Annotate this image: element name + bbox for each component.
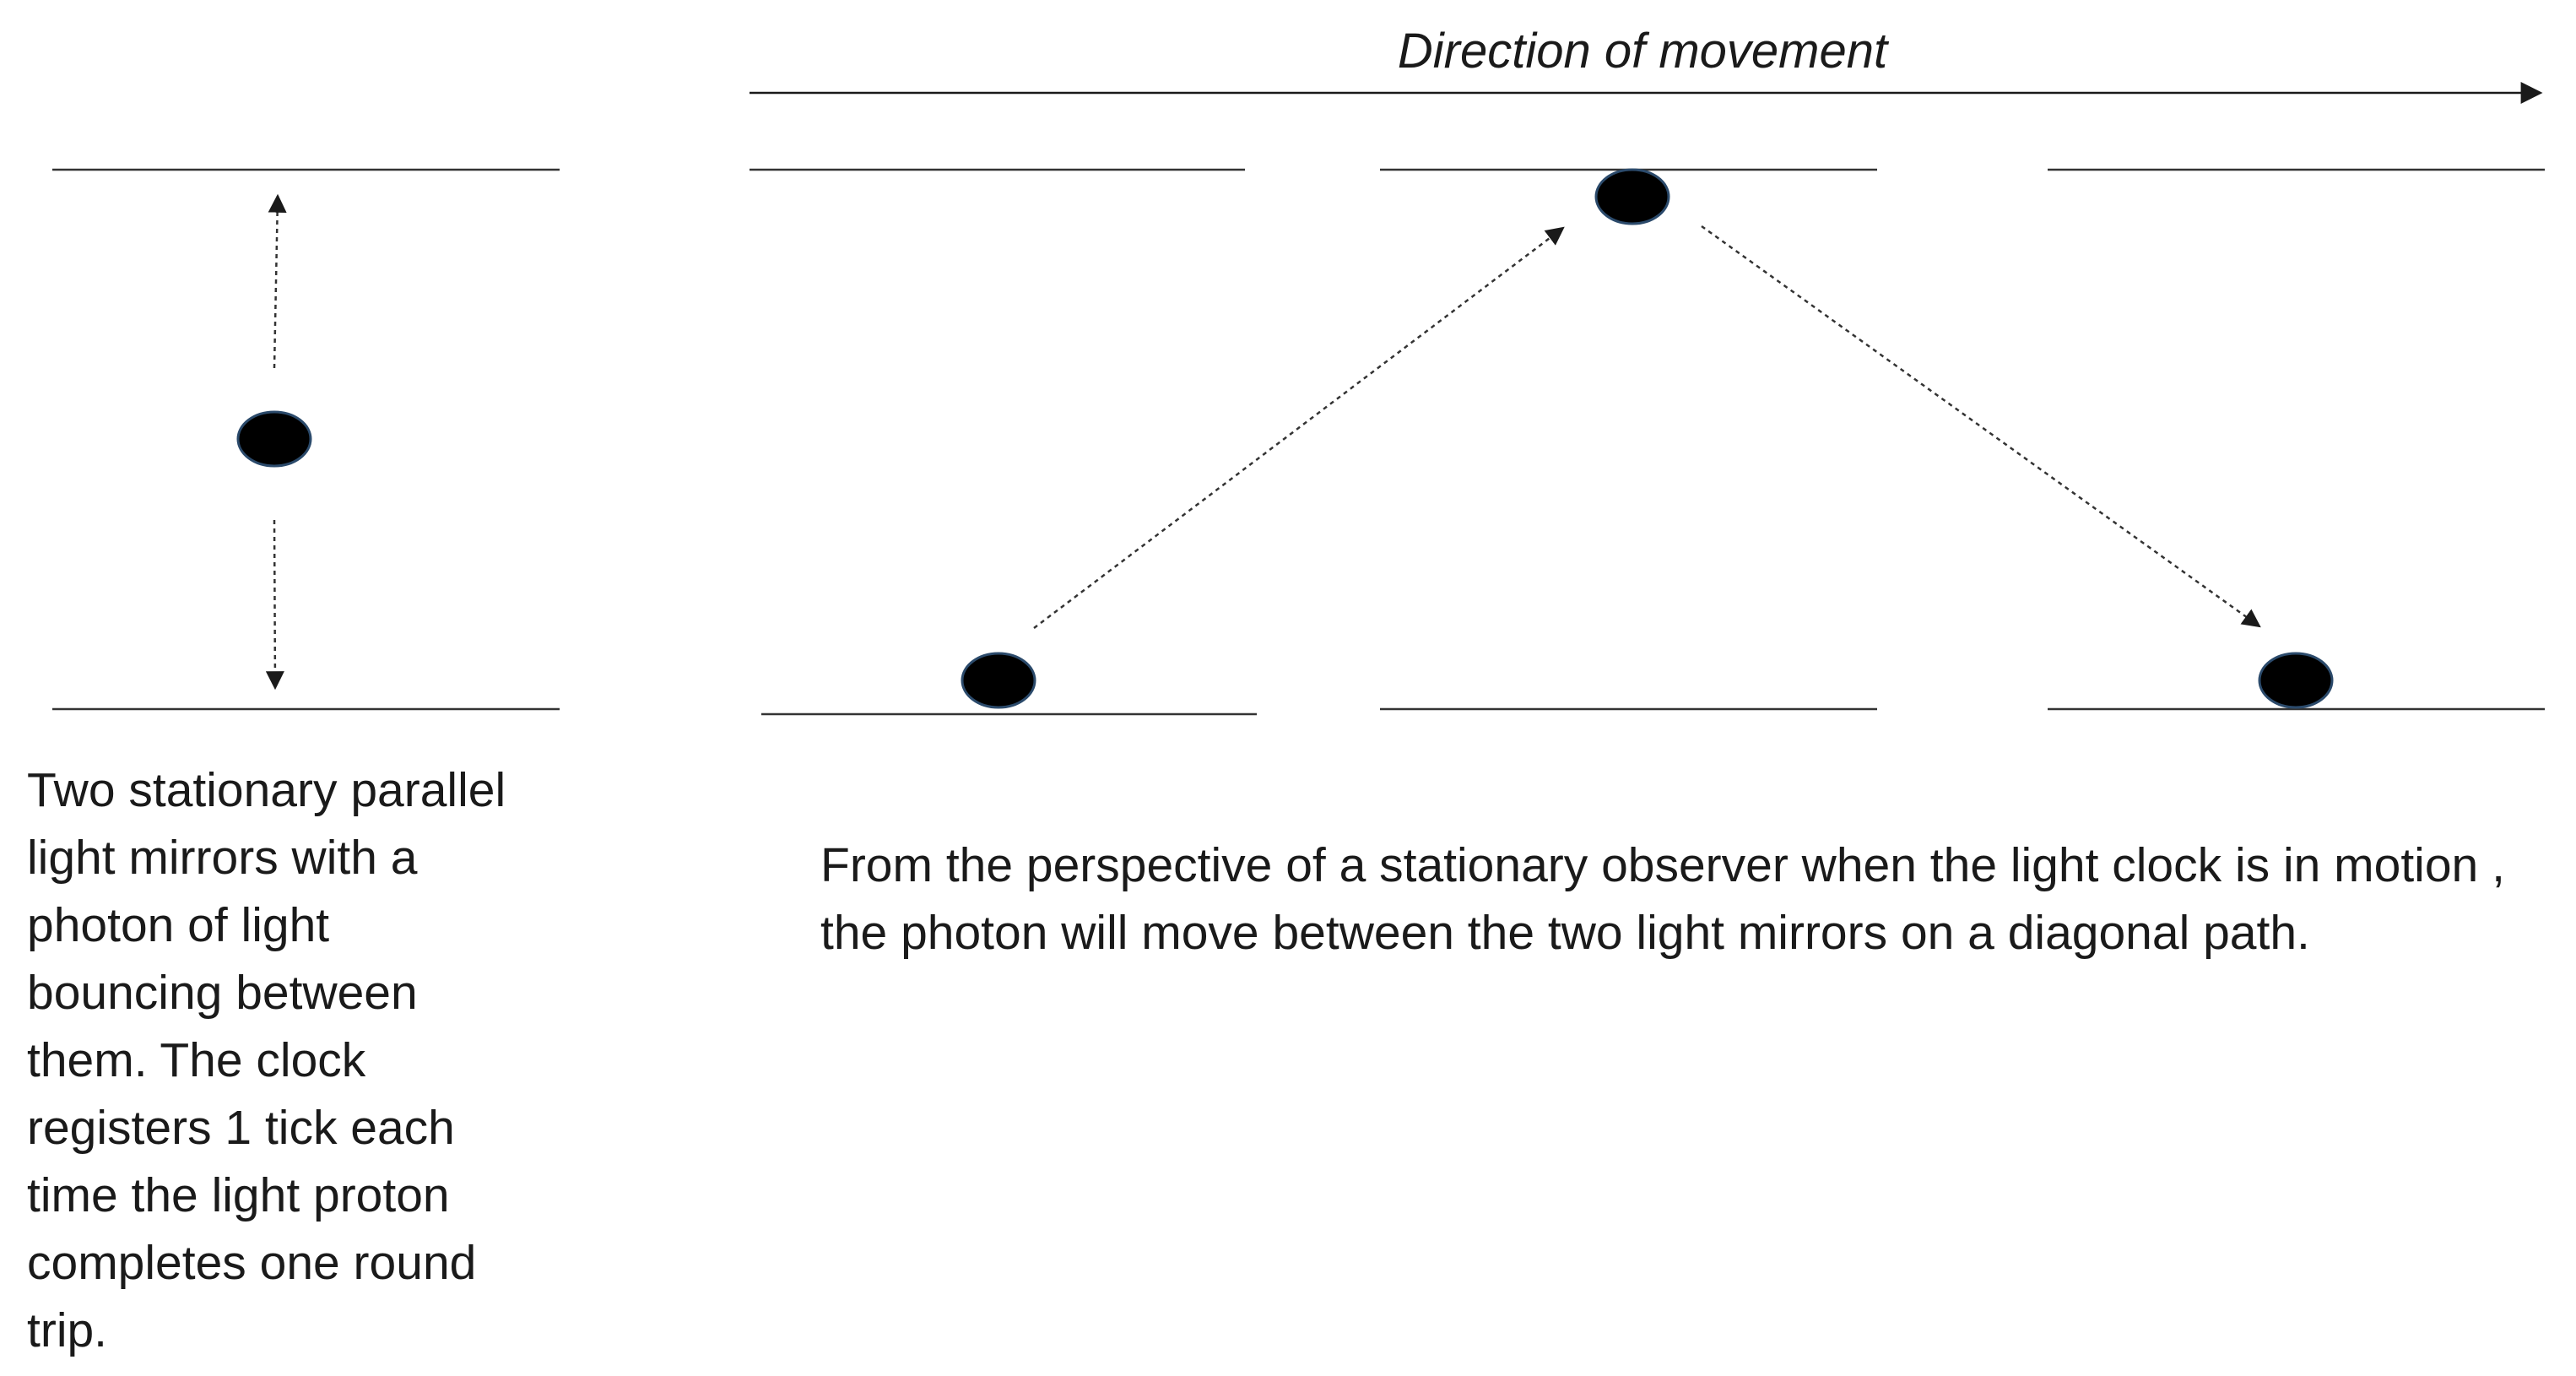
stationary-light-clock (52, 168, 560, 711)
upward-dotted-arrow (268, 193, 287, 369)
moving-light-clock (750, 168, 2545, 716)
photon (236, 410, 312, 468)
diagonal-path-down-arrow (1701, 225, 2261, 628)
downward-dotted-arrow (265, 519, 284, 691)
moving-clock-caption: From the perspective of a stationary obs… (820, 838, 2505, 960)
photon-position-1 (961, 652, 1036, 709)
photon-position-3 (2258, 652, 2334, 709)
stationary-clock-caption: Two stationary parallel light mirrors wi… (27, 763, 506, 1357)
direction-label: Direction of movement (1398, 24, 1890, 79)
photon-position-2 (1594, 168, 1670, 225)
diagonal-path-up-arrow (1033, 226, 1565, 629)
